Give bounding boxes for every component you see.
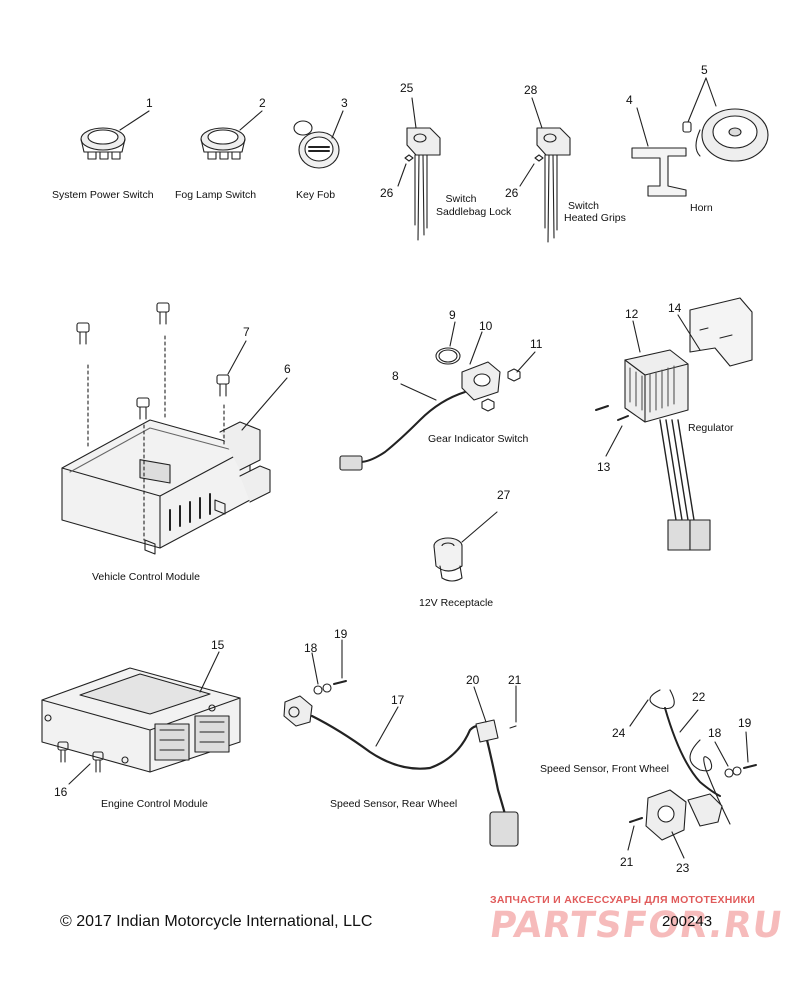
callout-15: 15 — [211, 638, 225, 652]
label-key-fob: Key Fob — [296, 189, 336, 201]
callout-18: 18 — [304, 641, 318, 655]
watermark-logo: PARTSFOR.RU — [487, 905, 786, 946]
label-saddlebag-lock: Saddlebag Lock — [436, 206, 512, 218]
callout-28: 28 — [524, 83, 538, 97]
callout-19-front: 19 — [738, 716, 752, 730]
leader-23 — [671, 831, 685, 859]
leader-17 — [375, 706, 399, 747]
label-switch-saddlebag: Switch — [445, 193, 477, 205]
key-fob-drawing — [293, 120, 340, 169]
heated-grips-switch-drawing — [534, 127, 571, 243]
callout-6: 6 — [284, 362, 291, 376]
callout-21-front: 21 — [620, 855, 634, 869]
leader-28 — [531, 97, 543, 129]
engine-control-module-drawing — [41, 667, 241, 773]
label-gear-indicator-switch: Gear Indicator Switch — [428, 433, 529, 445]
leader-15 — [199, 651, 220, 693]
callout-4: 4 — [626, 93, 633, 107]
label-system-power-switch: System Power Switch — [52, 189, 154, 201]
leader-26b — [519, 163, 535, 187]
callout-16: 16 — [54, 785, 68, 799]
regulator-drawing — [595, 297, 753, 551]
leader-3 — [331, 110, 344, 139]
callout-20: 20 — [466, 673, 480, 687]
callout-14: 14 — [668, 301, 682, 315]
leader-1 — [119, 110, 150, 131]
leader-12 — [632, 320, 641, 353]
callout-11: 11 — [530, 337, 543, 351]
callout-12: 12 — [625, 307, 639, 321]
leader-4 — [636, 107, 649, 147]
leader-9 — [449, 321, 456, 347]
callout-7: 7 — [243, 325, 250, 339]
leader-5a — [687, 77, 707, 123]
vehicle-control-module-drawing — [61, 302, 271, 555]
speed-sensor-rear-drawing — [283, 680, 519, 847]
label-switch-heated: Switch — [568, 200, 599, 212]
leader-16 — [68, 763, 91, 785]
callout-25: 25 — [400, 81, 414, 95]
callout-17: 17 — [391, 693, 405, 707]
leader-24 — [629, 699, 649, 727]
leader-6 — [241, 377, 288, 431]
label-12v-receptacle: 12V Receptacle — [419, 597, 494, 609]
callout-10: 10 — [479, 319, 493, 333]
leader-27 — [461, 511, 498, 543]
callout-24: 24 — [612, 726, 626, 740]
callout-18-front: 18 — [708, 726, 722, 740]
copyright-text: © 2017 Indian Motorcycle International, … — [60, 913, 373, 930]
label-fog-lamp-switch: Fog Lamp Switch — [175, 189, 257, 201]
leader-13 — [605, 425, 623, 457]
receptacle-12v-drawing — [433, 537, 463, 582]
horn-drawing — [631, 108, 769, 197]
callout-2: 2 — [259, 96, 266, 110]
leader-11 — [516, 351, 536, 373]
callout-27: 27 — [497, 488, 511, 502]
leader-14 — [677, 314, 701, 351]
leader-20 — [473, 686, 487, 723]
fog-lamp-switch-drawing — [200, 127, 246, 160]
leader-21b — [627, 825, 635, 851]
callout-23: 23 — [676, 861, 690, 875]
callout-1: 1 — [146, 96, 153, 110]
leader-22 — [679, 709, 699, 733]
callout-19: 19 — [334, 627, 348, 641]
watermark-tagline: ЗАПЧАСТИ И АКСЕССУАРЫ ДЛЯ МОТОТЕХНИКИ — [490, 894, 756, 906]
callout-13: 13 — [597, 460, 611, 474]
system-power-switch-drawing — [80, 127, 126, 160]
leader-18b — [714, 741, 729, 767]
leader-5b — [705, 77, 717, 107]
leader-2 — [239, 110, 263, 131]
callout-3: 3 — [341, 96, 348, 110]
callout-5: 5 — [701, 63, 708, 77]
label-engine-control-module: Engine Control Module — [101, 798, 208, 810]
label-vehicle-control-module: Vehicle Control Module — [92, 571, 200, 583]
leader-7 — [227, 340, 247, 375]
gear-indicator-switch-drawing — [339, 347, 521, 471]
saddlebag-switch-drawing — [404, 127, 441, 241]
callout-22: 22 — [692, 690, 706, 704]
label-heated-grips: Heated Grips — [564, 212, 626, 224]
callout-8: 8 — [392, 369, 399, 383]
leader-25 — [411, 97, 417, 129]
callout-9: 9 — [449, 308, 456, 322]
callout-26-heated: 26 — [505, 186, 519, 200]
label-speed-sensor-rear: Speed Sensor, Rear Wheel — [330, 798, 458, 810]
callout-26: 26 — [380, 186, 394, 200]
label-horn: Horn — [690, 202, 713, 214]
callout-21: 21 — [508, 673, 522, 687]
leader-26a — [397, 163, 407, 187]
leader-10 — [469, 331, 483, 365]
leader-8 — [400, 383, 437, 401]
speed-sensor-front-drawing — [629, 689, 757, 841]
leader-18a — [311, 652, 319, 685]
label-speed-sensor-front: Speed Sensor, Front Wheel — [540, 763, 669, 775]
diagram-id: 200243 — [662, 913, 713, 930]
leader-19b — [745, 731, 749, 763]
label-regulator: Regulator — [688, 422, 734, 434]
